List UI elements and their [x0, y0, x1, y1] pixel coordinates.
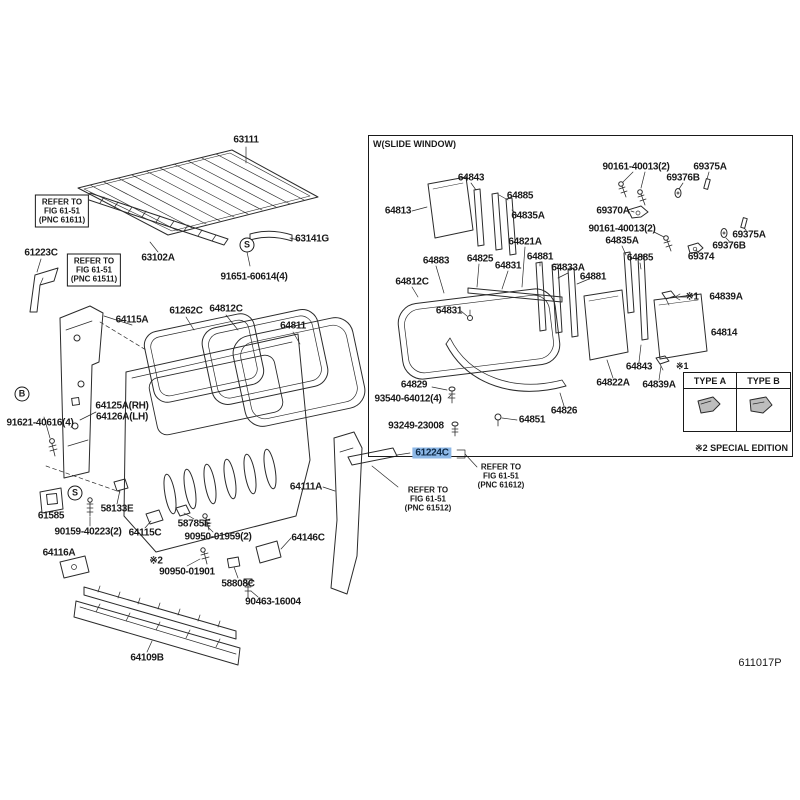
- type-b-clip-cell: [737, 389, 790, 431]
- diagram-id: 611017P: [738, 657, 782, 669]
- part-label-64826[interactable]: 64826: [550, 405, 578, 417]
- part-label-64839A-1[interactable]: 64839A: [709, 291, 743, 303]
- part-label-63141G[interactable]: 63141G: [295, 233, 329, 245]
- part-label-69370A[interactable]: 69370A: [596, 205, 630, 217]
- part-label-64885-2[interactable]: 64885: [626, 252, 654, 264]
- part-label-64835A-2[interactable]: 64835A: [605, 235, 639, 247]
- part-label-61262C[interactable]: 61262C: [169, 305, 203, 317]
- part-label-69376B-1[interactable]: 69376B: [666, 172, 700, 184]
- part-label-91651-60614(4)[interactable]: 91651-60614(4): [220, 271, 288, 283]
- inset-title: W(SLIDE WINDOW): [373, 139, 456, 149]
- part-label-69374[interactable]: 69374: [687, 251, 715, 263]
- part-label-64833A[interactable]: 64833A: [551, 262, 585, 274]
- part-label-64831-2[interactable]: 64831: [435, 305, 463, 317]
- part-label-64851[interactable]: 64851: [518, 414, 546, 426]
- part-label-64883[interactable]: 64883: [422, 255, 450, 267]
- footnote-1-marker: ※1: [685, 291, 699, 303]
- part-label-90463-16004[interactable]: 90463-16004: [245, 596, 301, 608]
- part-label-64125A(RH)[interactable]: 64125A(RH): [95, 400, 149, 412]
- part-label-69375A-1[interactable]: 69375A: [693, 161, 727, 173]
- part-label-64822A[interactable]: 64822A: [596, 377, 630, 389]
- part-label-64811[interactable]: 64811: [280, 320, 306, 332]
- part-label-64146C[interactable]: 64146C: [291, 532, 325, 544]
- part-label-58133E[interactable]: 58133E: [100, 503, 134, 515]
- footnote-2-marker: ※2: [149, 555, 163, 567]
- fastener-marker-S: S: [67, 485, 83, 501]
- part-label-64839A-2[interactable]: 64839A: [642, 379, 676, 391]
- part-label-63111[interactable]: 63111: [233, 134, 259, 146]
- type-table-footnote: ※1: [676, 361, 689, 372]
- part-label-64115A[interactable]: 64115A: [115, 314, 149, 326]
- part-label-64111A[interactable]: 64111A: [289, 481, 323, 493]
- part-label-64812C-inset[interactable]: 64812C: [395, 276, 429, 288]
- part-label-64843-2[interactable]: 64843: [625, 361, 653, 373]
- type-table: ※1 TYPE A TYPE B: [676, 361, 791, 432]
- part-label-91621-40616(4)[interactable]: 91621-40616(4): [6, 417, 74, 429]
- part-label-64881-2[interactable]: 64881: [579, 271, 607, 283]
- special-edition-note: ※2 SPECIAL EDITION: [695, 443, 788, 453]
- part-label-61585[interactable]: 61585: [37, 510, 65, 522]
- slide-window-inset-box: [368, 135, 793, 457]
- part-label-69376B-2[interactable]: 69376B: [712, 240, 746, 252]
- part-label-64813[interactable]: 64813: [384, 205, 412, 217]
- part-label-64885-1[interactable]: 64885: [506, 190, 534, 202]
- part-label-90159-40223(2)[interactable]: 90159-40223(2): [54, 526, 122, 538]
- part-label-90161-40013-2[interactable]: 90161-40013(2): [588, 223, 656, 235]
- type-a-clip-cell: [684, 389, 737, 431]
- part-label-64843-1[interactable]: 64843: [457, 172, 485, 184]
- part-label-64115C[interactable]: 64115C: [128, 527, 162, 539]
- part-label-64831-1[interactable]: 64831: [494, 260, 522, 272]
- part-label-64821A[interactable]: 64821A: [508, 236, 542, 248]
- part-label-93540-64012(4)[interactable]: 93540-64012(4): [374, 393, 442, 405]
- part-label-64109B[interactable]: 64109B: [130, 652, 164, 664]
- fastener-marker-B: B: [14, 386, 30, 402]
- part-label-64814[interactable]: 64814: [710, 327, 738, 339]
- part-label-64812C-main[interactable]: 64812C: [209, 303, 243, 315]
- part-label-61224C-selected[interactable]: 61224C: [412, 447, 452, 459]
- part-label-64829[interactable]: 64829: [400, 379, 428, 391]
- part-label-69375A-2[interactable]: 69375A: [732, 229, 766, 241]
- part-label-90950-01901[interactable]: 90950-01901: [159, 566, 215, 578]
- part-label-64825[interactable]: 64825: [466, 253, 494, 265]
- type-b-header: TYPE B: [737, 373, 790, 389]
- part-label-61223C[interactable]: 61223C: [24, 247, 58, 259]
- part-label-64116A[interactable]: 64116A: [42, 547, 76, 559]
- part-label-63102A[interactable]: 63102A: [141, 252, 175, 264]
- part-label-58785E[interactable]: 58785E: [177, 518, 211, 530]
- part-label-64835A-1[interactable]: 64835A: [511, 210, 545, 222]
- type-a-header: TYPE A: [684, 373, 737, 389]
- fastener-marker-S: S: [239, 237, 255, 253]
- part-label-93249-23008[interactable]: 93249-23008: [388, 420, 444, 432]
- part-label-64881-1[interactable]: 64881: [526, 251, 554, 263]
- part-label-90161-40013-1[interactable]: 90161-40013(2): [602, 161, 670, 173]
- part-label-64126A(LH)[interactable]: 64126A(LH): [95, 411, 149, 423]
- part-label-58808C[interactable]: 58808C: [221, 578, 255, 590]
- part-label-90950-01959(2)[interactable]: 90950-01959(2): [184, 531, 252, 543]
